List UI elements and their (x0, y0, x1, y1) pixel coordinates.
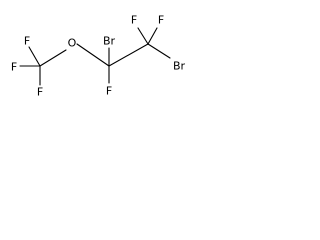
atom-br2: Br (173, 60, 186, 73)
bond-c1-c2 (108, 43, 149, 67)
atom-f5: F (131, 14, 137, 27)
bond-c2-f5 (137, 27, 149, 45)
bonds (19, 27, 171, 86)
molecule-structure: F F F O F Br F F Br (11, 14, 186, 99)
atom-f1: F (24, 35, 30, 48)
atom-f6: F (158, 14, 164, 27)
bond-c3-f1 (28, 46, 41, 67)
bond-c3-o (39, 49, 67, 67)
atom-o1: O (68, 37, 77, 50)
atom-f3: F (37, 86, 43, 99)
atom-f2: F (11, 61, 17, 74)
bond-c2-br2 (147, 43, 171, 59)
atom-labels: F F F O F Br F F Br (11, 14, 186, 99)
atom-f4: F (106, 85, 112, 98)
bond-c2-f6 (147, 27, 158, 45)
atom-br1: Br (103, 35, 116, 48)
bond-o-c1 (76, 43, 110, 67)
